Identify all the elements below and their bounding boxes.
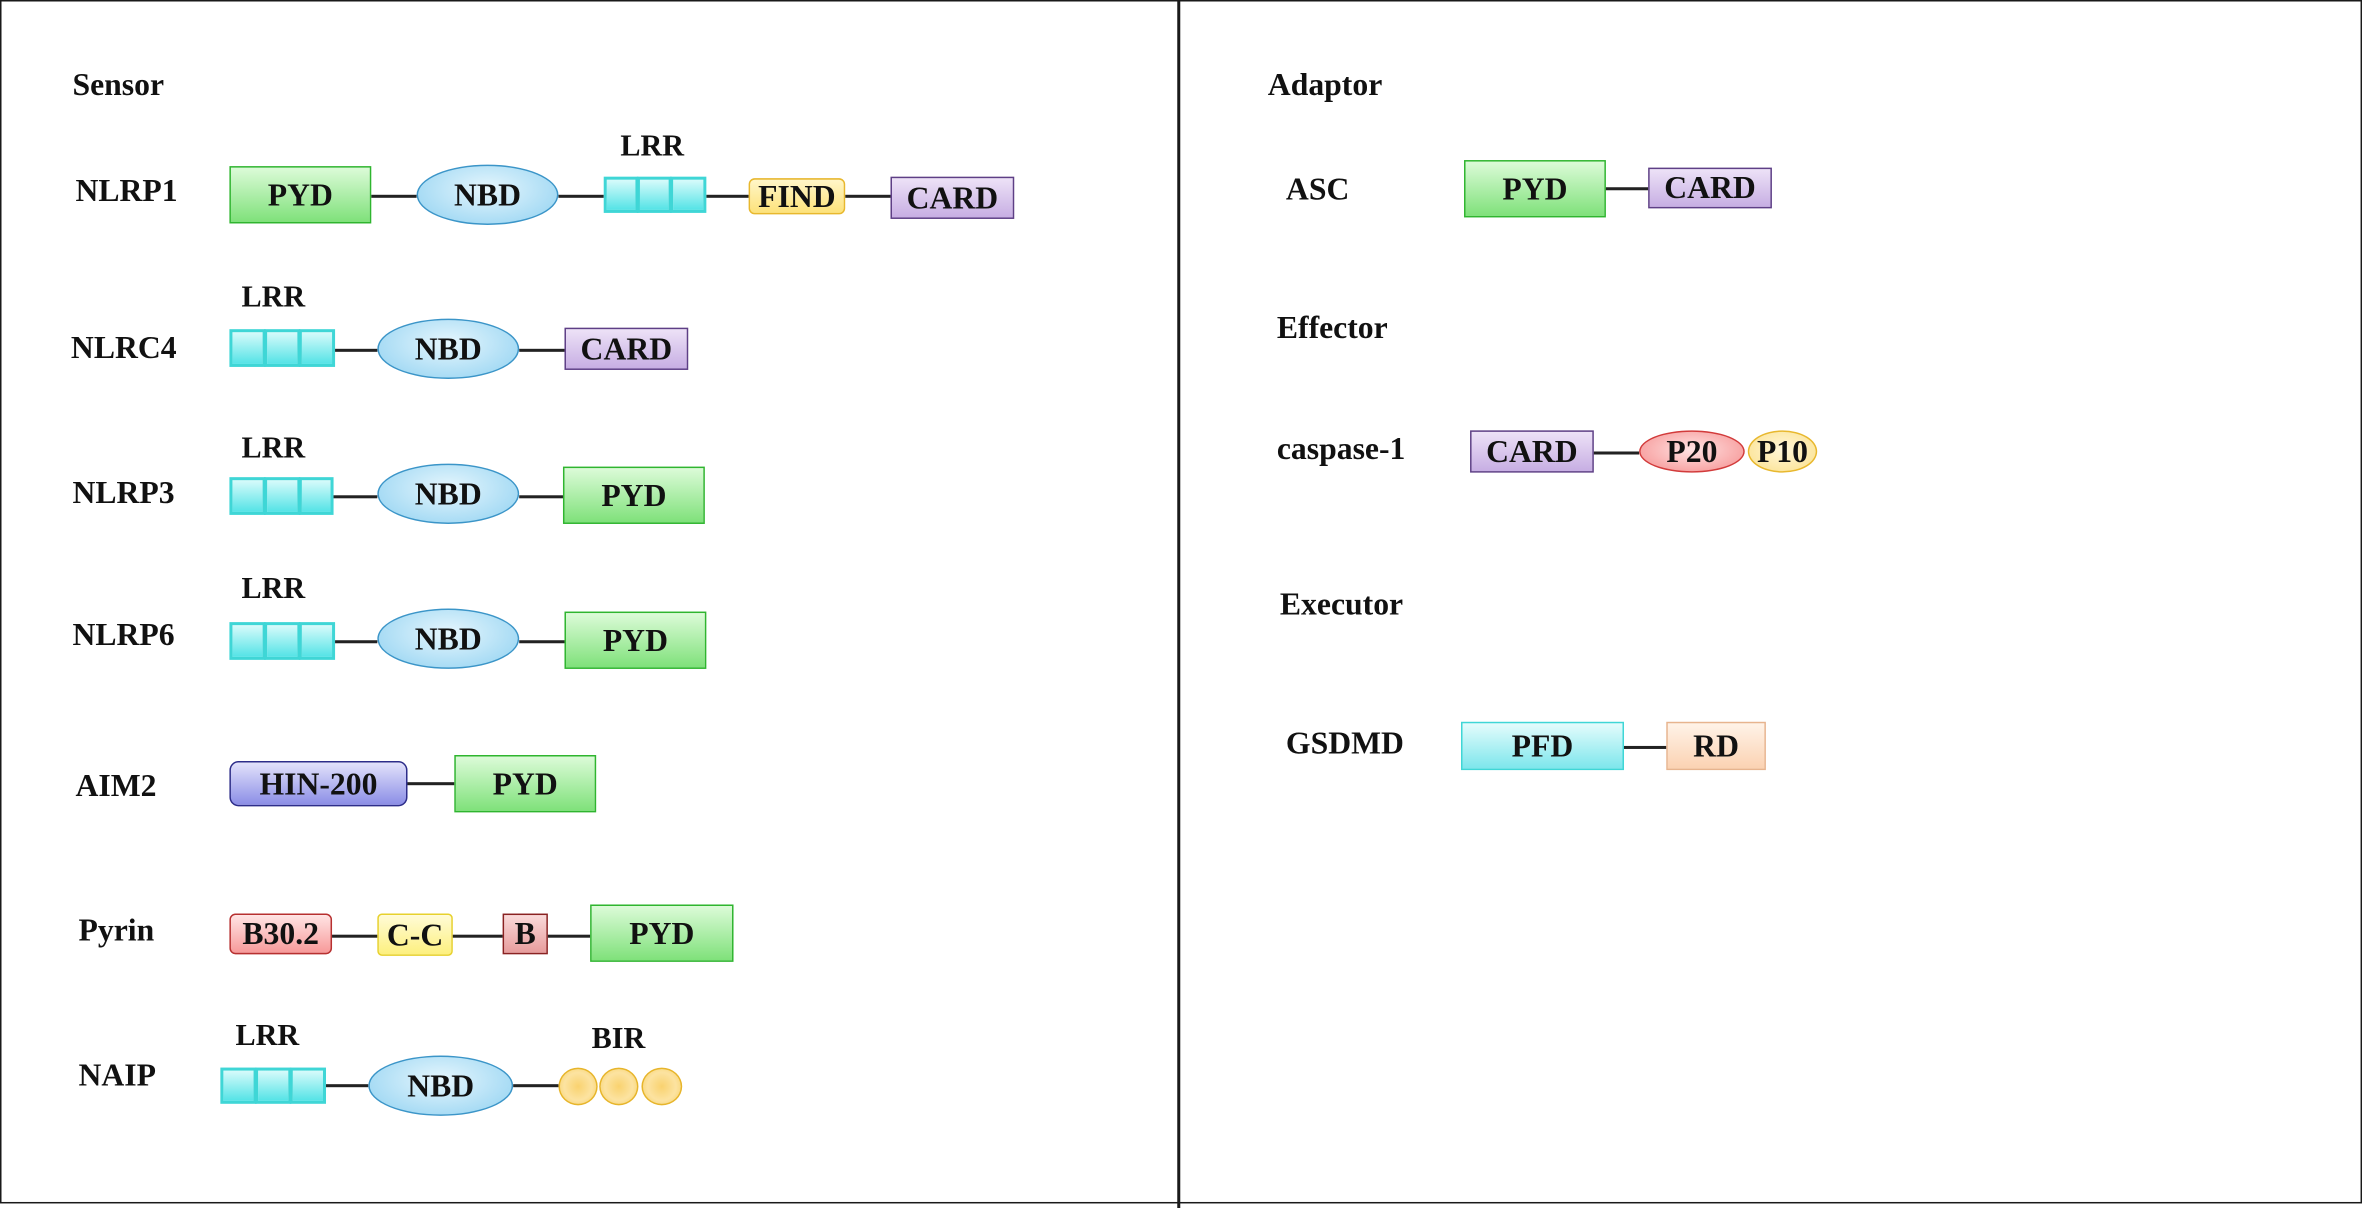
domain-pyd: PYD — [562, 466, 705, 524]
domain-coiled-coil: C-C — [377, 913, 453, 956]
bir-repeat — [599, 1067, 639, 1106]
linker-line — [1593, 451, 1640, 454]
domain-pyd: PYD — [590, 904, 734, 962]
lrr-repeat — [229, 622, 266, 660]
domain-b30-2: B30.2 — [229, 913, 333, 955]
domain-pyd: PYD — [564, 611, 707, 669]
section-title-executor: Executor — [1279, 585, 1404, 623]
lrr-repeat — [298, 329, 336, 367]
domain-nbd: NBD — [377, 608, 520, 669]
protein-label-caspase-1: caspase-1 — [1276, 430, 1406, 467]
domain-card: CARD — [1470, 430, 1594, 473]
domain-find: FIND — [748, 177, 846, 215]
domain-nbd: NBD — [368, 1055, 514, 1116]
linker-line — [452, 934, 503, 937]
linker-line — [513, 1084, 559, 1087]
domain-nbd: NBD — [416, 164, 559, 225]
protein-label-asc: ASC — [1285, 170, 1350, 207]
linker-line — [1605, 187, 1649, 190]
linker-line — [333, 495, 378, 498]
linker-line — [845, 194, 891, 198]
linker-line — [519, 640, 565, 643]
domain-label-lrr: LRR — [241, 431, 306, 466]
linker-line — [519, 348, 565, 352]
protein-label-pyrin: Pyrin — [78, 912, 155, 949]
section-title-sensor: Sensor — [72, 66, 165, 103]
lrr-repeat — [229, 329, 266, 367]
protein-label-nlrp1: NLRP1 — [75, 172, 178, 209]
linker-line — [1624, 745, 1667, 749]
linker-line — [407, 782, 455, 785]
linker-line — [558, 194, 604, 198]
lrr-repeat — [298, 622, 336, 660]
domain-hin200: HIN-200 — [229, 761, 408, 807]
domain-label-lrr: LRR — [241, 572, 306, 606]
lrr-repeat — [264, 622, 301, 660]
domain-pyd: PYD — [1464, 160, 1606, 218]
linker-line — [335, 348, 378, 352]
domain-label-lrr: LRR — [235, 1019, 300, 1053]
lrr-repeat — [229, 477, 266, 515]
lrr-repeat — [289, 1067, 327, 1104]
bir-repeat — [641, 1067, 683, 1106]
protein-label-nlrc4: NLRC4 — [70, 329, 177, 366]
linker-line — [335, 640, 378, 643]
protein-label-nlrp3: NLRP3 — [72, 474, 175, 511]
domain-pyd: PYD — [454, 755, 597, 813]
protein-label-aim2: AIM2 — [75, 767, 157, 804]
domain-rd: RD — [1666, 721, 1766, 771]
domain-p10: P10 — [1747, 430, 1818, 473]
domain-nbd: NBD — [377, 463, 520, 524]
domain-b-box: B — [502, 913, 548, 955]
lrr-repeat — [298, 477, 334, 515]
lrr-repeat — [636, 176, 672, 213]
lrr-repeat — [670, 176, 707, 213]
domain-label-bir: BIR — [591, 1022, 646, 1056]
lrr-repeat — [264, 329, 301, 367]
domain-label-lrr: LRR — [241, 280, 306, 315]
lrr-repeat — [220, 1067, 257, 1104]
domain-card: CARD — [564, 327, 689, 370]
lrr-repeat — [603, 176, 639, 213]
section-title-adaptor: Adaptor — [1267, 66, 1383, 103]
lrr-repeat — [264, 477, 301, 515]
section-title-effector: Effector — [1276, 309, 1388, 346]
lrr-repeat — [255, 1067, 292, 1104]
linker-line — [706, 194, 749, 198]
linker-line — [332, 934, 378, 937]
protein-label-nlrp6: NLRP6 — [72, 616, 175, 653]
domain-pyd: PYD — [229, 166, 372, 224]
linker-line — [519, 495, 563, 498]
panel-divider — [1177, 0, 1180, 1208]
linker-line — [547, 934, 591, 937]
protein-label-naip: NAIP — [78, 1057, 156, 1094]
domain-card: CARD — [1648, 167, 1772, 209]
domain-card: CARD — [890, 176, 1015, 219]
linker-line — [371, 194, 417, 198]
domain-nbd: NBD — [377, 318, 520, 380]
bir-repeat — [558, 1067, 598, 1106]
domain-label-lrr: LRR — [620, 129, 685, 164]
protein-label-gsdmd: GSDMD — [1285, 724, 1404, 762]
linker-line — [326, 1084, 369, 1087]
domain-p20: P20 — [1639, 430, 1745, 473]
domain-pfd: PFD — [1461, 721, 1625, 771]
